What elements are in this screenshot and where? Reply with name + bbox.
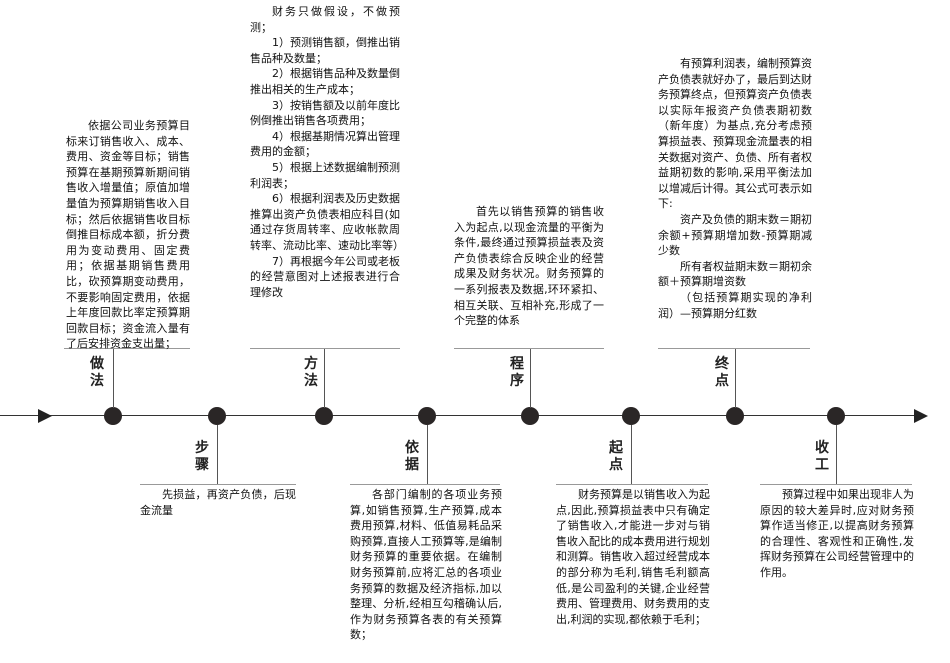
timeline-axis [0,415,925,416]
step-text-chengxu: 首先以销售预算的销售收入为起点,以现金流量的平衡为条件,最终通过预算损益表及资产… [454,205,604,328]
underline-zhongdian [658,348,810,349]
node-zuofa [104,407,122,425]
step-text-zhongdian: 有预算利润表，编制预算资产负债表就好办了，最后到达财务预算终点，但预算资产负债表… [658,57,812,320]
arrow-left-icon [38,409,52,423]
step-text-shougong: 预算过程中如果出现非人为原因的较大差异时,应对财务预算作适当修正,以提高财务预算… [760,488,914,579]
node-zhongdian [726,407,744,425]
step-label-qidian: 起点 [609,440,623,473]
step-label-chengxu: 程序 [510,356,524,389]
underline-fangfa [250,348,400,349]
underline-qidian [556,484,708,485]
underline-zuofa [64,348,190,349]
step-label-shougong: 收工 [815,440,829,473]
node-buzhou [208,407,226,425]
step-label-buzhou: 步骤 [195,440,209,473]
node-qidian [622,407,640,425]
underline-yiju [350,484,500,485]
node-chengxu [521,407,539,425]
connector-chengxu [530,348,531,408]
underline-chengxu [454,348,604,349]
step-text-zuofa: 依据公司业务预算目标来订销售收入、成本、费用、资金等目标；销售预算在基期预算新期… [66,119,190,351]
step-label-yiju: 依据 [405,440,419,473]
step-text-fangfa: 财务只做假设，不做预测； 1）预测销售额，倒推出销售品种及数量； 2）根据销售品… [250,5,404,299]
arrow-right-icon [914,409,928,423]
step-text-buzhou: 先损益，再资产负债，后现金流量 [140,488,296,517]
step-label-zuofa: 做法 [90,356,104,389]
connector-buzhou [217,425,218,485]
node-fangfa [315,407,333,425]
connector-zuofa [113,348,114,408]
connector-shougong [836,425,837,485]
connector-zhongdian [735,348,736,408]
step-label-fangfa: 方法 [304,356,318,389]
underline-shougong [760,484,912,485]
underline-buzhou [140,484,296,485]
connector-yiju [427,425,428,485]
step-label-zhongdian: 终点 [715,356,729,389]
connector-qidian [631,425,632,485]
connector-fangfa [324,348,325,408]
node-shougong [827,407,845,425]
step-text-yiju: 各部门编制的各项业务预算,如销售预算,生产预算,成本费用预算,材料、低值易耗品采… [350,488,502,642]
node-yiju [418,407,436,425]
step-text-qidian: 财务预算是以销售收入为起点,因此,预算损益表中只有确定了销售收入,才能进一步对与… [556,488,710,626]
